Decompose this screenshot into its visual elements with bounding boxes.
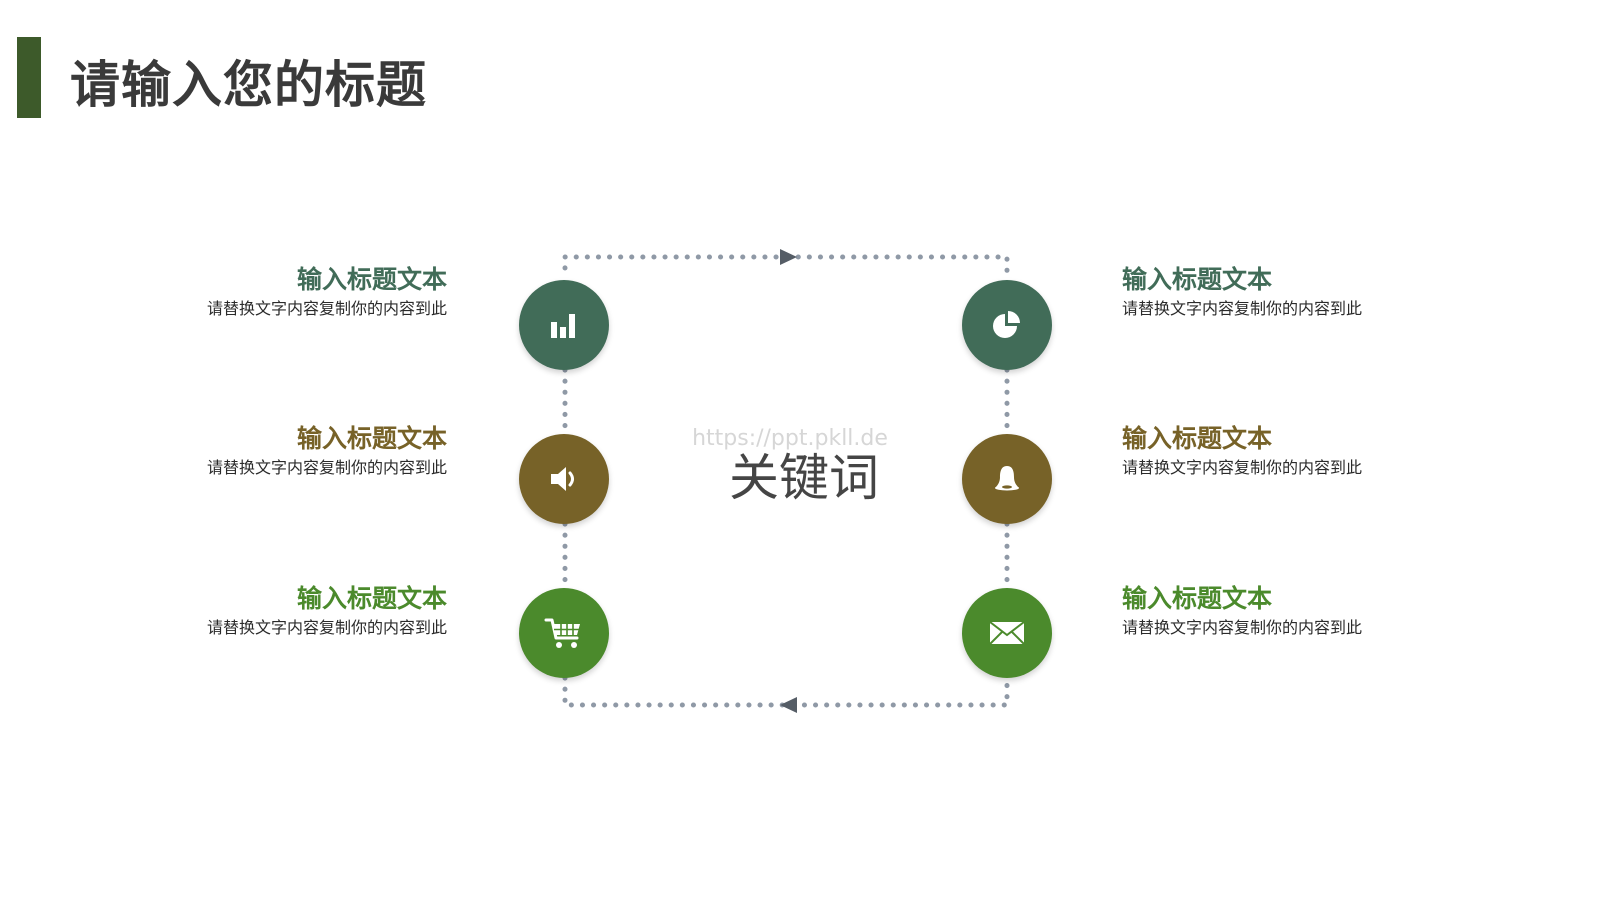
left-item-1: 输入标题文本 请替换文字内容复制你的内容到此: [127, 264, 447, 320]
node-shopping-cart: [519, 588, 609, 678]
right-item-2: 输入标题文本 请替换文字内容复制你的内容到此: [1122, 423, 1442, 479]
item-title: 输入标题文本: [296, 584, 447, 613]
item-title: 输入标题文本: [1122, 265, 1273, 294]
right-item-1: 输入标题文本 请替换文字内容复制你的内容到此: [1122, 264, 1442, 320]
arrow-left-icon: [780, 697, 797, 713]
left-item-2: 输入标题文本 请替换文字内容复制你的内容到此: [127, 423, 447, 479]
envelope-icon: [989, 621, 1025, 645]
node-bar-chart: [519, 280, 609, 370]
node-bell: [962, 434, 1052, 524]
item-desc: 请替换文字内容复制你的内容到此: [1122, 299, 1363, 318]
watermark-text: https://ppt.pkll.de: [692, 426, 888, 451]
arrow-right-icon: [780, 249, 797, 265]
item-title: 输入标题文本: [296, 424, 447, 453]
item-title: 输入标题文本: [1122, 584, 1273, 613]
item-desc: 请替换文字内容复制你的内容到此: [206, 299, 447, 318]
right-item-3: 输入标题文本 请替换文字内容复制你的内容到此: [1122, 583, 1442, 639]
page-title: 请输入您的标题: [70, 56, 427, 114]
node-pie-chart: [962, 280, 1052, 370]
item-desc: 请替换文字内容复制你的内容到此: [1122, 618, 1363, 637]
loop-bottom-line: [562, 675, 1010, 708]
item-desc: 请替换文字内容复制你的内容到此: [1122, 458, 1363, 477]
bar-chart-icon: [551, 314, 575, 338]
left-item-3: 输入标题文本 请替换文字内容复制你的内容到此: [127, 583, 447, 639]
title-accent-bar: [17, 37, 41, 118]
node-envelope: [962, 588, 1052, 678]
item-title: 输入标题文本: [296, 265, 447, 294]
item-title: 输入标题文本: [1122, 424, 1273, 453]
speaker-icon: [551, 467, 574, 491]
shopping-cart-icon: [544, 618, 580, 648]
node-speaker: [519, 434, 609, 524]
pie-chart-icon: [993, 311, 1020, 338]
center-keyword: 关键词: [729, 449, 879, 507]
item-desc: 请替换文字内容复制你的内容到此: [206, 618, 447, 637]
item-desc: 请替换文字内容复制你的内容到此: [206, 458, 447, 477]
bell-icon: [995, 466, 1019, 491]
